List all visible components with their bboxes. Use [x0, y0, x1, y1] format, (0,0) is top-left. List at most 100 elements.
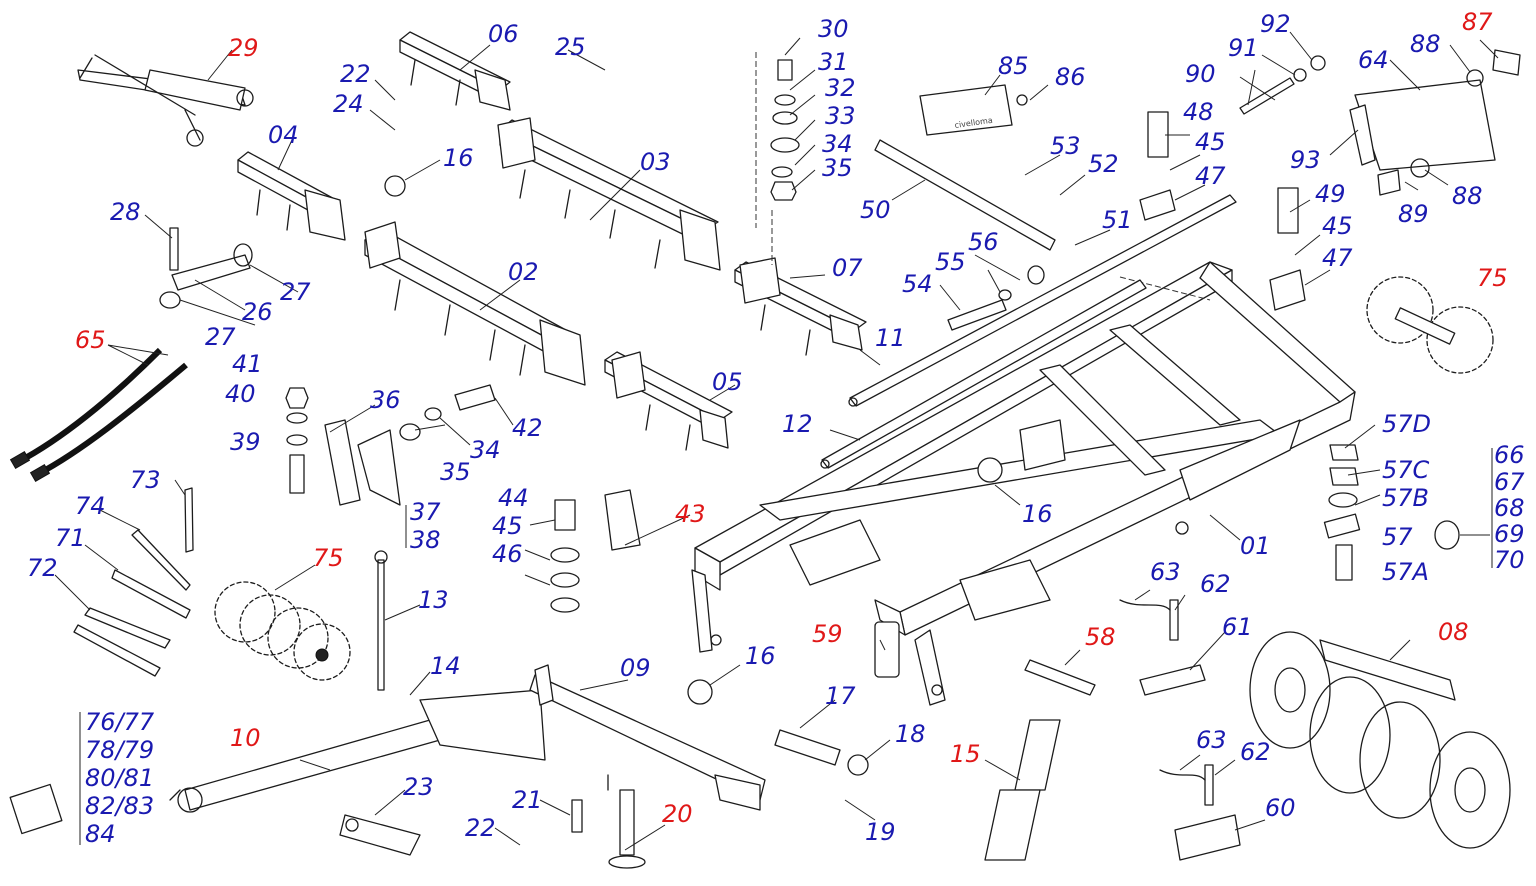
label-39: 39: [230, 428, 261, 456]
label-14: 14: [430, 652, 461, 680]
toolbar-03: [497, 117, 721, 271]
label-56: 56: [968, 228, 999, 256]
label-51: 51: [1102, 206, 1133, 234]
label-17: 17: [825, 682, 856, 710]
bar-50: [874, 139, 1056, 251]
label-55: 55: [935, 248, 966, 276]
label-32: 32: [825, 74, 856, 102]
bracket-64: [1349, 79, 1496, 171]
label-47-right: 47: [1322, 244, 1353, 272]
label-67: 67: [1494, 468, 1525, 496]
label-40: 40: [225, 380, 256, 408]
label-91: 91: [1228, 34, 1259, 62]
pads-60-61: [1139, 664, 1241, 861]
top-link-29: [77, 54, 254, 147]
label-57B: 57B: [1382, 484, 1429, 512]
pin-59: [874, 621, 900, 678]
label-64: 64: [1358, 46, 1389, 74]
label-28: 28: [110, 198, 141, 226]
label-29: 29: [228, 34, 259, 62]
tag-23: [339, 814, 421, 856]
label-63-top: 63: [1150, 558, 1181, 586]
label-89: 89: [1398, 200, 1429, 228]
toolbar-02: [364, 221, 586, 386]
label-53: 53: [1050, 132, 1081, 160]
label-50: 50: [860, 196, 891, 224]
label-45-left: 45: [492, 512, 523, 540]
label-88-bottom: 88: [1452, 182, 1483, 210]
label-26: 26: [242, 298, 273, 326]
label-57: 57: [1382, 523, 1413, 551]
label-22-bottom: 22: [465, 814, 496, 842]
cylinder-15: [984, 719, 1061, 861]
tools-71-74: [73, 487, 194, 677]
label-36: 36: [370, 386, 401, 414]
light-bar-12: [820, 279, 1147, 469]
label-11: 11: [875, 324, 906, 352]
label-93: 93: [1290, 146, 1321, 174]
label-31: 31: [818, 48, 849, 76]
label-48: 48: [1183, 98, 1214, 126]
discs-75-right: [1366, 276, 1494, 374]
label-42: 42: [512, 414, 543, 442]
wheel-assembly-08: [1249, 631, 1511, 849]
label-46: 46: [492, 540, 523, 568]
pins-26-28: [159, 227, 253, 309]
label-35-top: 35: [822, 154, 853, 182]
label-82-83: 82/83: [85, 792, 154, 820]
label-68: 68: [1494, 494, 1525, 522]
label-41: 41: [232, 350, 263, 378]
brackets-36-37: [324, 419, 401, 506]
bolt-stack-30-35: [770, 59, 800, 201]
label-35-mid: 35: [440, 458, 471, 486]
label-52: 52: [1088, 150, 1119, 178]
toolbar-04: [237, 151, 346, 241]
label-16-top: 16: [443, 144, 474, 172]
label-06: 06: [488, 20, 519, 48]
label-80-81: 80/81: [85, 764, 154, 792]
label-76-77: 76/77: [85, 708, 155, 736]
pin-21: [571, 799, 583, 833]
nameplate-85: civelloma: [919, 84, 1013, 136]
label-62-bottom: 62: [1240, 738, 1271, 766]
label-01: 01: [1240, 532, 1271, 560]
label-75-right: 75: [1477, 264, 1508, 292]
label-16-frame: 16: [1022, 500, 1053, 528]
label-12: 12: [782, 410, 813, 438]
label-88-top: 88: [1410, 30, 1441, 58]
label-43: 43: [675, 500, 706, 528]
light-bar-11: [848, 194, 1237, 407]
bracket-58: [1024, 659, 1096, 696]
label-87: 87: [1462, 8, 1493, 36]
bolt-44-46: [550, 499, 580, 613]
bracket-43: [604, 489, 641, 551]
label-21: 21: [512, 786, 543, 814]
stack-57: [1323, 444, 1493, 581]
label-58: 58: [1085, 623, 1116, 651]
drawbar-10: [169, 689, 546, 813]
label-57D: 57D: [1382, 410, 1431, 438]
label-20: 20: [662, 800, 693, 828]
label-69: 69: [1494, 520, 1525, 548]
hydraulic-hoses-65: [9, 347, 188, 483]
label-90: 90: [1185, 60, 1216, 88]
label-19: 19: [865, 818, 896, 846]
label-62-top: 62: [1200, 570, 1231, 598]
pin-13: [374, 550, 388, 691]
main-frame: [691, 261, 1356, 706]
label-09: 09: [620, 654, 651, 682]
label-33: 33: [825, 102, 856, 130]
label-45-right: 45: [1322, 212, 1353, 240]
label-13: 13: [418, 586, 449, 614]
label-47-top: 47: [1195, 162, 1226, 190]
label-70: 70: [1494, 546, 1525, 574]
label-16-axle: 16: [745, 642, 776, 670]
label-73: 73: [130, 466, 161, 494]
label-10: 10: [230, 724, 261, 752]
label-45-top: 45: [1195, 128, 1226, 156]
label-59: 59: [812, 620, 843, 648]
label-85: 85: [998, 52, 1029, 80]
bush-16-small: [384, 175, 1003, 705]
label-57C: 57C: [1382, 456, 1430, 484]
pins-62-63: [1119, 599, 1214, 806]
